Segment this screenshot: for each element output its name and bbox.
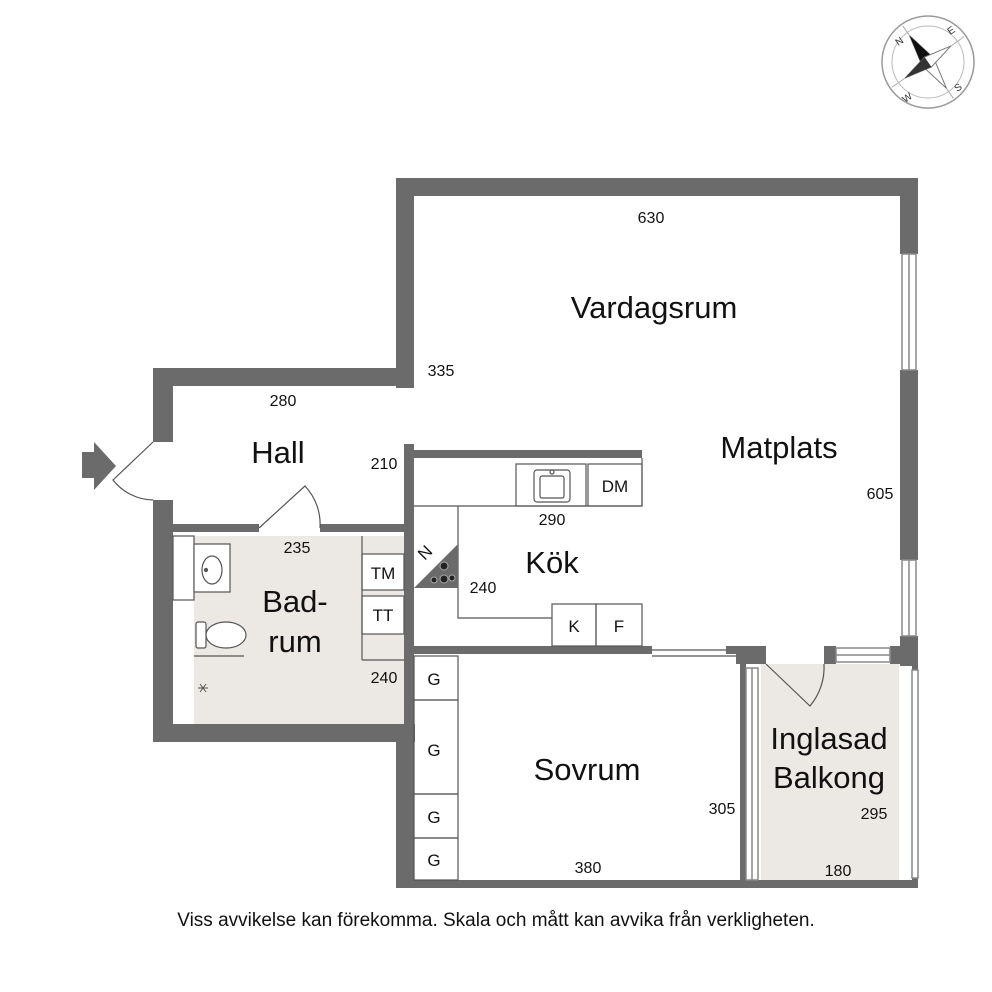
entrance-arrow-icon [82,442,116,490]
dim-matplats-depth: 605 [867,486,894,503]
dim-vardagsrum-depth: 335 [428,363,455,380]
room-label-badrum-1: Bad- [262,584,327,619]
fixture-wardrobe-1: G [427,670,440,689]
doors [112,441,825,707]
bathroom-fixtures [172,535,405,661]
room-label-balkong-2: Balkong [773,760,885,795]
fixture-wardrobe-3: G [427,808,440,827]
kitchen-counters [414,458,643,647]
wardrobes [413,655,459,881]
fixture-tt: TT [373,606,394,625]
room-label-badrum-2: rum [268,624,321,659]
dim-sovrum-width: 380 [575,860,602,877]
dim-kok-depth: 240 [470,580,497,597]
dim-badrum-depth: 240 [371,670,398,687]
dim-badrum-width: 235 [284,540,311,557]
fixture-k: K [568,617,580,636]
dim-balkong-width: 180 [825,863,852,880]
dim-hall-width: 280 [270,393,297,410]
stove-icon [414,544,458,588]
room-label-sovrum: Sovrum [534,752,641,787]
fixture-wardrobe-4: G [427,851,440,870]
room-label-kok: Kök [525,545,579,580]
inner-walls [173,444,912,886]
dim-vardagsrum-width: 630 [638,210,665,227]
room-label-hall: Hall [251,435,304,470]
dim-sovrum-depth: 305 [709,801,736,818]
shower-icon [198,683,208,693]
fixture-wardrobe-2: G [427,741,440,760]
windows [745,253,919,881]
disclaimer-text: Viss avvikelse kan förekomma. Skala och … [177,910,815,931]
room-label-matplats: Matplats [720,430,837,465]
dim-hall-depth: 210 [371,456,398,473]
room-label-balkong-1: Inglasad [770,721,887,756]
room-label-vardagsrum: Vardagsrum [571,290,738,325]
fixture-dm: DM [602,477,628,496]
balkong-floor [761,664,899,882]
fixture-f: F [614,617,624,636]
stove-mark: N [414,542,436,564]
compass-icon: N E S W [881,15,975,109]
dim-balkong-depth: 295 [861,806,888,823]
dim-kok-width: 290 [539,512,566,529]
fixture-tm: TM [371,564,396,583]
